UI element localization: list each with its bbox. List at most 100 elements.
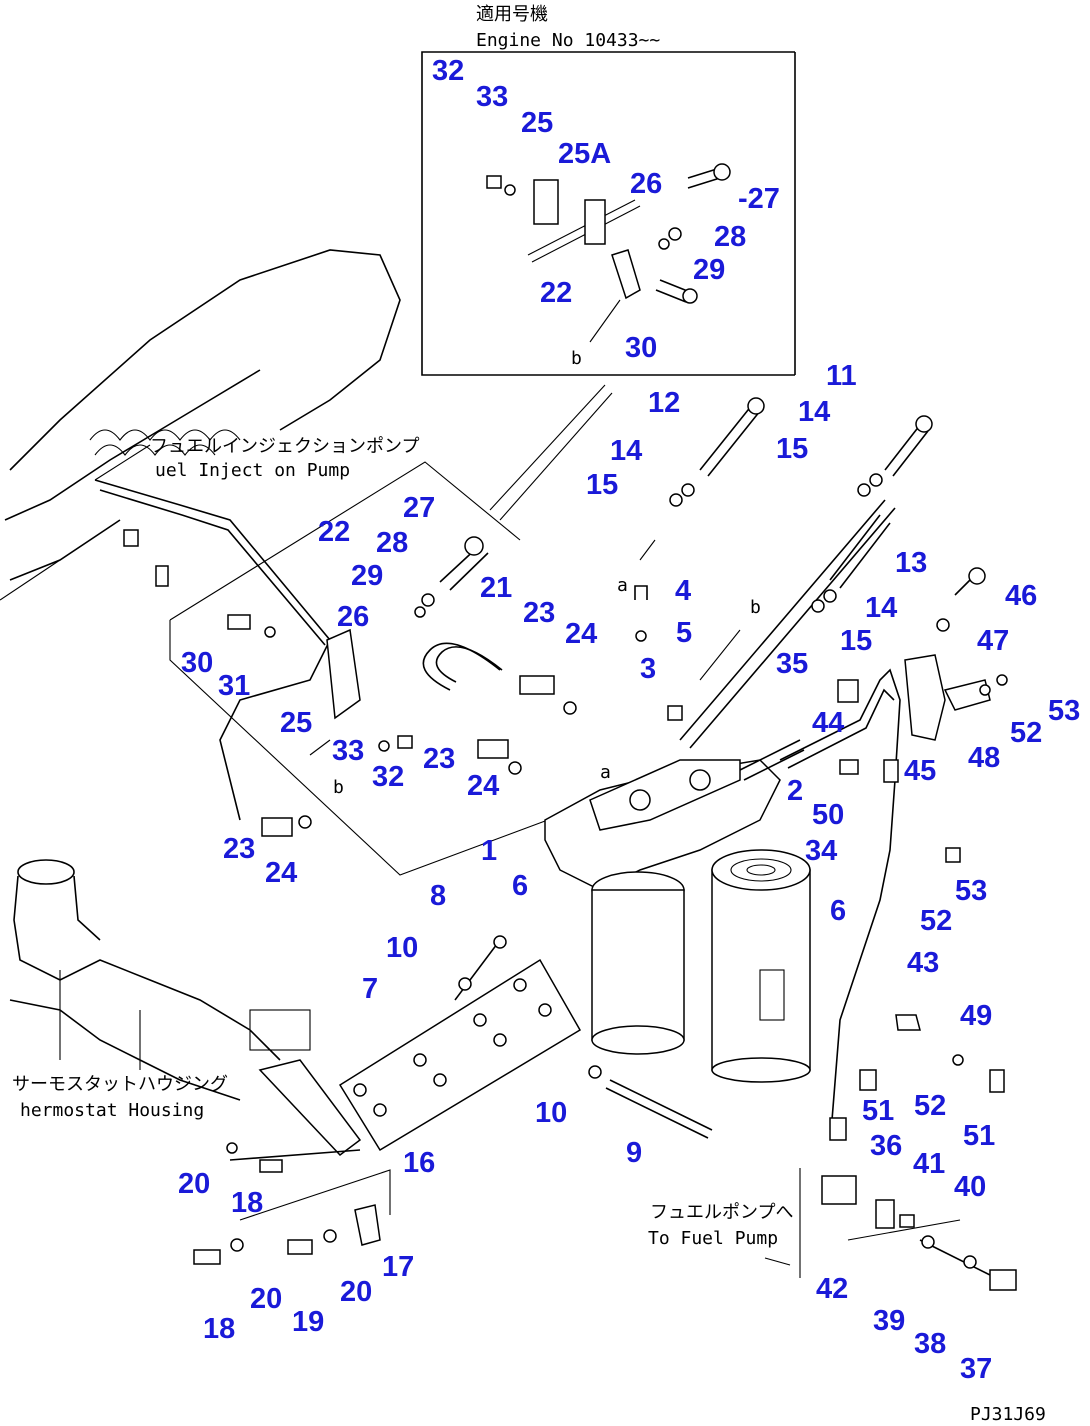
callout-12: 12 [648,387,680,419]
note-fuel-injection-pump-jp: フュエルインジェクションポンプ [150,436,419,457]
callout-11: 11 [826,360,857,392]
callout-28: 28 [714,221,746,253]
note-thermostat-housing-jp: サーモスタットハウジング [12,1074,228,1095]
callout-26: 26 [337,601,369,633]
callout-23: 23 [423,743,455,775]
filter-cartridge-right [711,849,811,1083]
part-23-connector [519,675,555,695]
callout-14: 14 [610,435,642,467]
note-fuel-injection-pump-en: uel Inject on Pump [155,460,350,481]
callout-15: 15 [776,433,808,465]
callout-53: 53 [1048,695,1080,727]
left-subassembly-frame [169,384,613,876]
callout-29: 29 [693,254,725,286]
callout-48: 48 [968,742,1000,774]
callout-25: 25 [280,707,312,739]
callout-25: 25 [521,107,553,139]
callout-9: 9 [626,1137,642,1169]
callout-41: 41 [913,1148,945,1180]
callout-40: 40 [954,1171,986,1203]
callout-8: 8 [430,880,446,912]
callout-20: 20 [250,1283,282,1315]
callout-7: 7 [362,973,378,1005]
callout-51: 51 [862,1095,894,1127]
note-thermostat-housing-en: hermostat Housing [20,1100,204,1121]
callout-21: 21 [480,572,512,604]
callout-39: 39 [873,1305,905,1337]
callout-32: 32 [372,761,404,793]
callout-52: 52 [1010,717,1042,749]
callout-26: 26 [630,168,662,200]
callout-27: 27 [403,492,435,524]
callout-25a: 25A [558,138,611,170]
drawing-code: PJ31J69 [970,1404,1046,1425]
callout-15: 15 [840,625,872,657]
callout-2: 2 [787,775,803,807]
callout-38: 38 [914,1328,946,1360]
inset-title-en: Engine No 10433~~ [476,30,660,51]
callout-53: 53 [955,875,987,907]
callout-24: 24 [565,618,597,650]
callout-27: -27 [738,183,780,215]
callout-45: 45 [904,755,936,787]
svg-text:b: b [333,777,344,798]
callout-3: 3 [640,653,656,685]
callout-18: 18 [203,1313,235,1345]
callout-47: 47 [977,625,1009,657]
svg-text:a: a [617,575,628,596]
callout-35: 35 [776,648,808,680]
callout-layer: 32 33 25 25A 26 -27 28 29 22 30 12 11 14… [178,55,1080,1385]
callout-49: 49 [960,1000,992,1032]
callout-24: 24 [467,770,499,802]
callout-36: 36 [870,1130,902,1162]
callout-16: 16 [403,1147,435,1179]
callout-5: 5 [676,617,692,649]
part-26-bracket [326,628,361,720]
callout-52: 52 [914,1090,946,1122]
callout-34: 34 [805,835,837,867]
callout-51: 51 [963,1120,995,1152]
callout-22: 22 [318,516,350,548]
svg-text:b: b [571,348,582,369]
callout-28: 28 [376,527,408,559]
callout-22: 22 [540,277,572,309]
callout-23: 23 [523,597,555,629]
callout-43: 43 [907,947,939,979]
svg-text:a: a [600,762,611,783]
callout-24: 24 [265,857,297,889]
callout-44: 44 [812,707,844,739]
callout-18: 18 [231,1187,263,1219]
fuel-injection-pump-outline [0,249,401,601]
inset-title-jp: 適用号機 [476,4,548,25]
callout-6: 6 [512,870,528,902]
callout-13: 13 [895,547,927,579]
callout-20: 20 [178,1168,210,1200]
callout-32: 32 [432,55,464,87]
callout-42: 42 [816,1273,848,1305]
callout-10: 10 [535,1097,567,1129]
inset-frame: 適用号機 Engine No 10433~~ b [421,4,796,376]
callout-29: 29 [351,560,383,592]
note-fuel-pump-jp: フュエルポンプへ [650,1202,793,1223]
callout-23: 23 [223,833,255,865]
callout-30: 30 [181,647,213,679]
callout-33: 33 [332,735,364,767]
callout-6: 6 [830,895,846,927]
callout-4: 4 [675,575,691,607]
callout-10: 10 [386,932,418,964]
svg-text:b: b [750,597,761,618]
note-fuel-pump-en: To Fuel Pump [648,1228,778,1249]
callout-30: 30 [625,332,657,364]
callout-50: 50 [812,799,844,831]
thermostat-housing-outline [9,859,311,1101]
callout-52: 52 [920,905,952,937]
callout-46: 46 [1005,580,1037,612]
filter-cartridge-left [591,871,685,1055]
callout-14: 14 [798,396,830,428]
callout-33: 33 [476,81,508,113]
callout-37: 37 [960,1353,992,1385]
callout-20: 20 [340,1276,372,1308]
bracket-7 [338,958,582,1152]
callout-17: 17 [382,1251,414,1283]
